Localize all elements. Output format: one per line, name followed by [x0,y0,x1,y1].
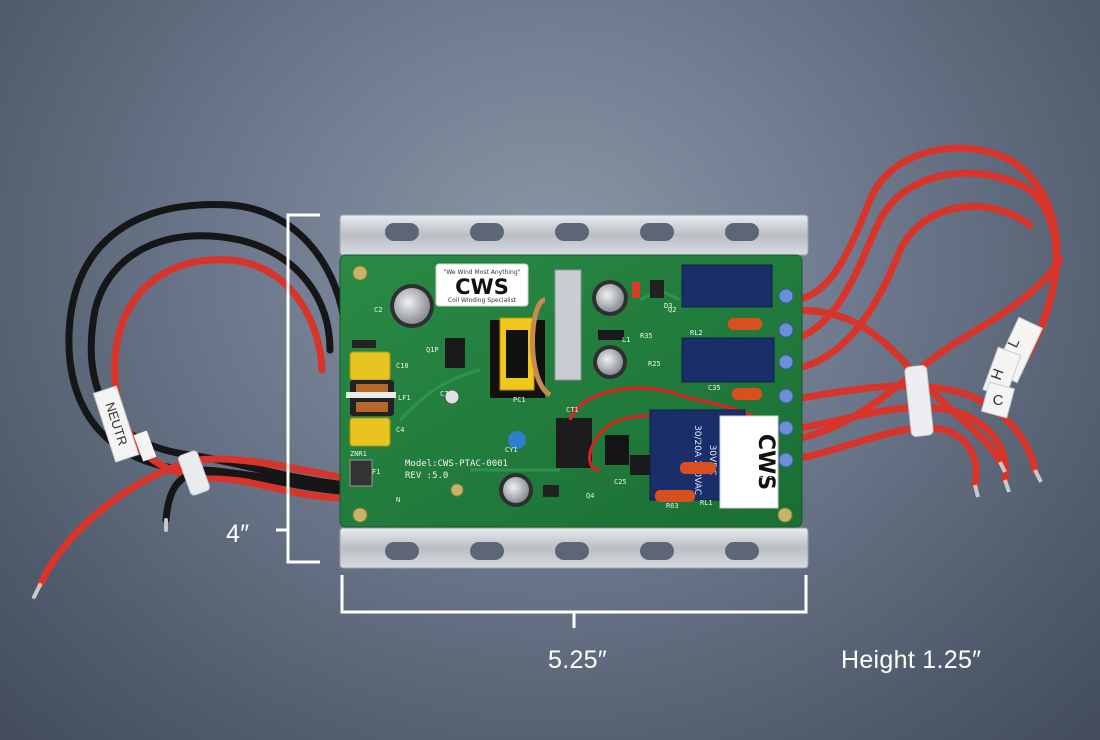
silk-label: D3 [664,302,672,310]
board-model-text: Model:CWS-PTAC-0001 [405,459,508,469]
silk-label: C7 [440,390,448,398]
depth-dimension-label: Height 1.25″ [841,646,982,674]
dimension-lines [276,213,808,628]
relay-logo-text: CWS [753,434,778,490]
height-dimension-label: 4″ [226,520,250,548]
height-dimension-bracket [286,213,320,564]
current-transformer-ct1 [556,418,592,468]
right-wire-bundle [786,144,1064,489]
right-wire-ends [973,461,1043,498]
silk-label: LF1 [398,394,411,402]
board-logo-subtitle: Coil Winding Specialist [448,297,517,304]
silk-label: RL2 [690,329,703,337]
heatsink [554,269,582,381]
silk-label: CT1 [566,406,579,414]
relay-rating-1: 30/20A 250VAC [692,425,702,495]
svg-text:C: C [993,392,1004,409]
width-dimension-label: 5.25″ [548,646,608,674]
capacitor-l1 [592,280,628,316]
board-logo-text: CWS [455,275,509,299]
silk-label: L1 [622,336,630,344]
relay-top [681,264,773,308]
fuse-f1 [349,459,373,487]
capacitor-c25 [499,473,533,507]
capacitor-c4 [349,417,391,447]
relay-rl2 [681,337,775,383]
silk-label: R63 [666,502,679,510]
silk-label: F1 [372,468,380,476]
relay-rl1 [719,415,779,509]
silk-label: N [396,496,400,504]
capacitor-c2 [390,284,434,328]
silk-label: CY1 [505,446,518,454]
board-logo-tagline: "We Wind Most Anything" [444,269,521,276]
board-rev-text: REV :5.0 [405,471,448,481]
silk-label: R35 [640,332,653,340]
left-wire-tag: NEUTR [92,385,157,463]
silk-label: C25 [614,478,627,486]
board-logo: "We Wind Most Anything" CWS Coil Winding… [435,263,529,307]
silk-label: C35 [708,384,721,392]
capacitor-c10 [349,351,391,381]
silk-label: C4 [396,426,404,434]
silk-label: ZNR1 [350,450,367,458]
silk-label: PC1 [513,396,526,404]
relay-rating-2: 30VDC [707,445,717,476]
silk-label: Q4 [586,492,594,500]
silk-label: RL1 [700,499,713,507]
silk-label: R25 [648,360,661,368]
transformer [490,317,545,398]
right-wire-zip-tie [904,365,934,437]
right-wire-tags: L H C [980,316,1044,419]
circuit-board: CWS 30/20A 250VAC 30VDC "We Wind Most An… [339,254,803,528]
terminal-posts [778,288,794,468]
silk-label: C2 [374,306,382,314]
transistor-q1p [445,338,465,368]
silk-label: Q1P [426,346,439,354]
capacitor-c5 [593,345,627,379]
width-dimension-bracket [340,575,808,614]
silk-label: C10 [396,362,409,370]
silkscreen-labels: C2C10LF1C4ZNR1F1NPC1CY1C7Q1PCT1Q4R35R25R… [350,302,773,510]
capacitor-cy1 [508,431,526,449]
metal-chassis [339,214,809,569]
left-wire-bundle [32,200,359,599]
silk-label: ET1 [760,472,773,480]
silk-label: Q2 [668,306,676,314]
